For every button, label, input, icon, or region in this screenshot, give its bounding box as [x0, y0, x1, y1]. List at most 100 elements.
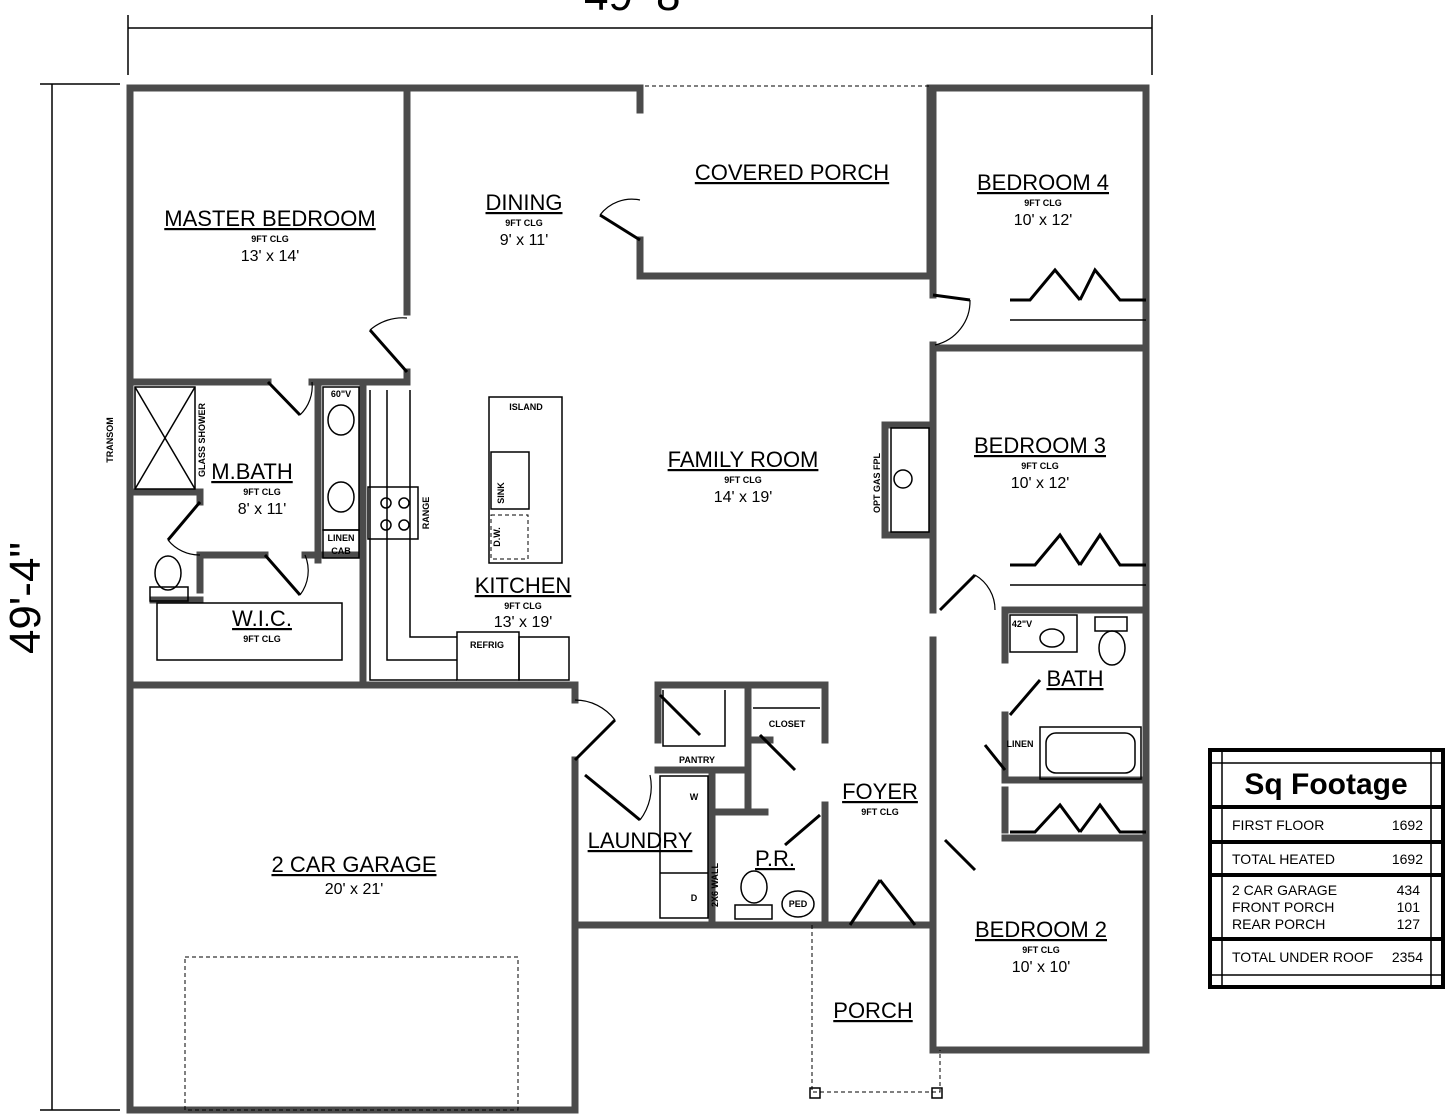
room-size: 8' x 11'	[238, 501, 287, 518]
table-value: 434	[1397, 882, 1421, 898]
linen-cab-label: LINEN	[328, 533, 355, 543]
room-ceiling: 9FT CLG	[1021, 461, 1059, 471]
bathtub	[1039, 726, 1142, 780]
washer-label: W	[690, 792, 699, 802]
room-name: MASTER BEDROOM	[164, 206, 375, 231]
room-name: FOYER	[842, 779, 918, 804]
dw-label: D.W.	[492, 527, 502, 547]
shower	[134, 386, 196, 490]
room-name: 2 CAR GARAGE	[271, 852, 436, 877]
room-covered-porch: COVERED PORCH	[695, 160, 889, 185]
room-size: 20' x 21'	[325, 881, 384, 898]
dishwasher	[490, 514, 529, 560]
refrig-label: REFRIG	[470, 640, 504, 650]
linen-cab-label-2: CAB	[331, 546, 351, 556]
room-name: BEDROOM 2	[975, 917, 1107, 942]
room-size: 13' x 19'	[494, 614, 553, 631]
room-laundry: LAUNDRY	[588, 828, 693, 853]
garage-door	[184, 956, 519, 1111]
room-ceiling: 9FT CLG	[243, 634, 281, 644]
vanity-bath-label: 42"V	[1012, 619, 1032, 629]
bath-vanity	[1009, 614, 1078, 653]
table-value: 1692	[1392, 851, 1423, 867]
room-bedroom-4: BEDROOM 4 9FT CLG 10' x 12'	[977, 170, 1109, 229]
room-porch: PORCH	[833, 998, 912, 1023]
ped-label: PED	[789, 899, 808, 909]
room-dining: DINING 9FT CLG 9' x 11'	[486, 190, 563, 249]
room-ceiling: 9FT CLG	[861, 807, 899, 817]
sink-label: SINK	[496, 482, 506, 504]
island-label: ISLAND	[509, 402, 543, 412]
room-name: W.I.C.	[232, 606, 292, 631]
range-label: RANGE	[421, 497, 431, 530]
room-name: BEDROOM 3	[974, 433, 1106, 458]
table-value: 2354	[1392, 949, 1423, 965]
dimension-left-label: 49'-4"	[1, 542, 50, 654]
room-name: P.R.	[755, 846, 795, 871]
dryer-label: D	[691, 893, 698, 903]
room-name: KITCHEN	[475, 573, 572, 598]
table-label: REAR PORCH	[1232, 916, 1325, 932]
table-label: FRONT PORCH	[1232, 899, 1334, 915]
dimension-left: 49'-4"	[1, 83, 120, 1111]
room-size: 13' x 14'	[241, 248, 300, 265]
ped-sink-icon	[781, 890, 815, 918]
toilet-icon	[740, 870, 768, 904]
doors	[166, 198, 1146, 926]
closet-label: CLOSET	[769, 719, 806, 729]
porch-lines	[184, 85, 943, 1111]
table-label: TOTAL HEATED	[1232, 851, 1335, 867]
linen-label: LINEN	[1007, 739, 1034, 749]
island	[488, 396, 563, 564]
room-foyer: FOYER 9FT CLG	[842, 779, 918, 817]
room-size: 10' x 12'	[1014, 212, 1073, 229]
room-ceiling: 9FT CLG	[243, 487, 281, 497]
fireplace-label: OPT GAS FPL	[872, 453, 882, 514]
room-ceiling: 9FT CLG	[724, 475, 762, 485]
vanity-label: 60"V	[331, 389, 351, 399]
pantry-label: PANTRY	[679, 755, 715, 765]
table-value: 1692	[1392, 817, 1423, 833]
room-name: LAUNDRY	[588, 828, 693, 853]
fixtures: GLASS SHOWER TRANSOM 60"V LINEN CAB RANG…	[105, 386, 1142, 920]
table-label: TOTAL UNDER ROOF	[1232, 949, 1373, 965]
table-label: FIRST FLOOR	[1232, 817, 1324, 833]
room-size: 14' x 19'	[714, 489, 773, 506]
room-name: COVERED PORCH	[695, 160, 889, 185]
room-name: FAMILY ROOM	[668, 447, 819, 472]
fireplace	[890, 427, 930, 533]
dimension-top: 49'-8"	[127, 0, 1153, 75]
glass-shower-label: GLASS SHOWER	[197, 403, 207, 478]
sq-footage-title: Sq Footage	[1244, 768, 1407, 801]
room-name: BEDROOM 4	[977, 170, 1109, 195]
room-name: PORCH	[833, 998, 912, 1023]
room-name: BATH	[1046, 666, 1103, 691]
table-value: 101	[1397, 899, 1421, 915]
room-size: 10' x 10'	[1012, 959, 1071, 976]
toilet-icon	[154, 555, 182, 591]
sink-icon	[490, 451, 530, 510]
room-garage: 2 CAR GARAGE 20' x 21'	[271, 852, 436, 898]
range-icon	[367, 486, 419, 540]
room-bedroom-3: BEDROOM 3 9FT CLG 10' x 12'	[974, 433, 1106, 492]
room-mbath: M.BATH 9FT CLG 8' x 11'	[211, 459, 292, 518]
room-name: M.BATH	[211, 459, 292, 484]
room-size: 9' x 11'	[500, 232, 549, 249]
toilet-icon	[1098, 630, 1126, 666]
transom-label: TRANSOM	[105, 417, 115, 463]
room-size: 10' x 12'	[1011, 475, 1070, 492]
room-ceiling: 9FT CLG	[504, 601, 542, 611]
sq-footage-table: Sq Footage FIRST FLOOR 1692 TOTAL HEATED…	[1208, 748, 1445, 989]
master-vanity	[322, 386, 360, 531]
sink-icon	[327, 481, 355, 513]
sink-icon	[327, 404, 355, 436]
wall-2x6-label: 2X6 WALL	[710, 862, 720, 907]
room-name: DINING	[486, 190, 563, 215]
table-label: 2 CAR GARAGE	[1232, 882, 1337, 898]
room-pr: P.R.	[755, 846, 795, 871]
room-kitchen: KITCHEN 9FT CLG 13' x 19'	[475, 573, 572, 631]
room-bath: BATH	[1046, 666, 1103, 691]
room-ceiling: 9FT CLG	[251, 234, 289, 244]
room-ceiling: 9FT CLG	[505, 218, 543, 228]
